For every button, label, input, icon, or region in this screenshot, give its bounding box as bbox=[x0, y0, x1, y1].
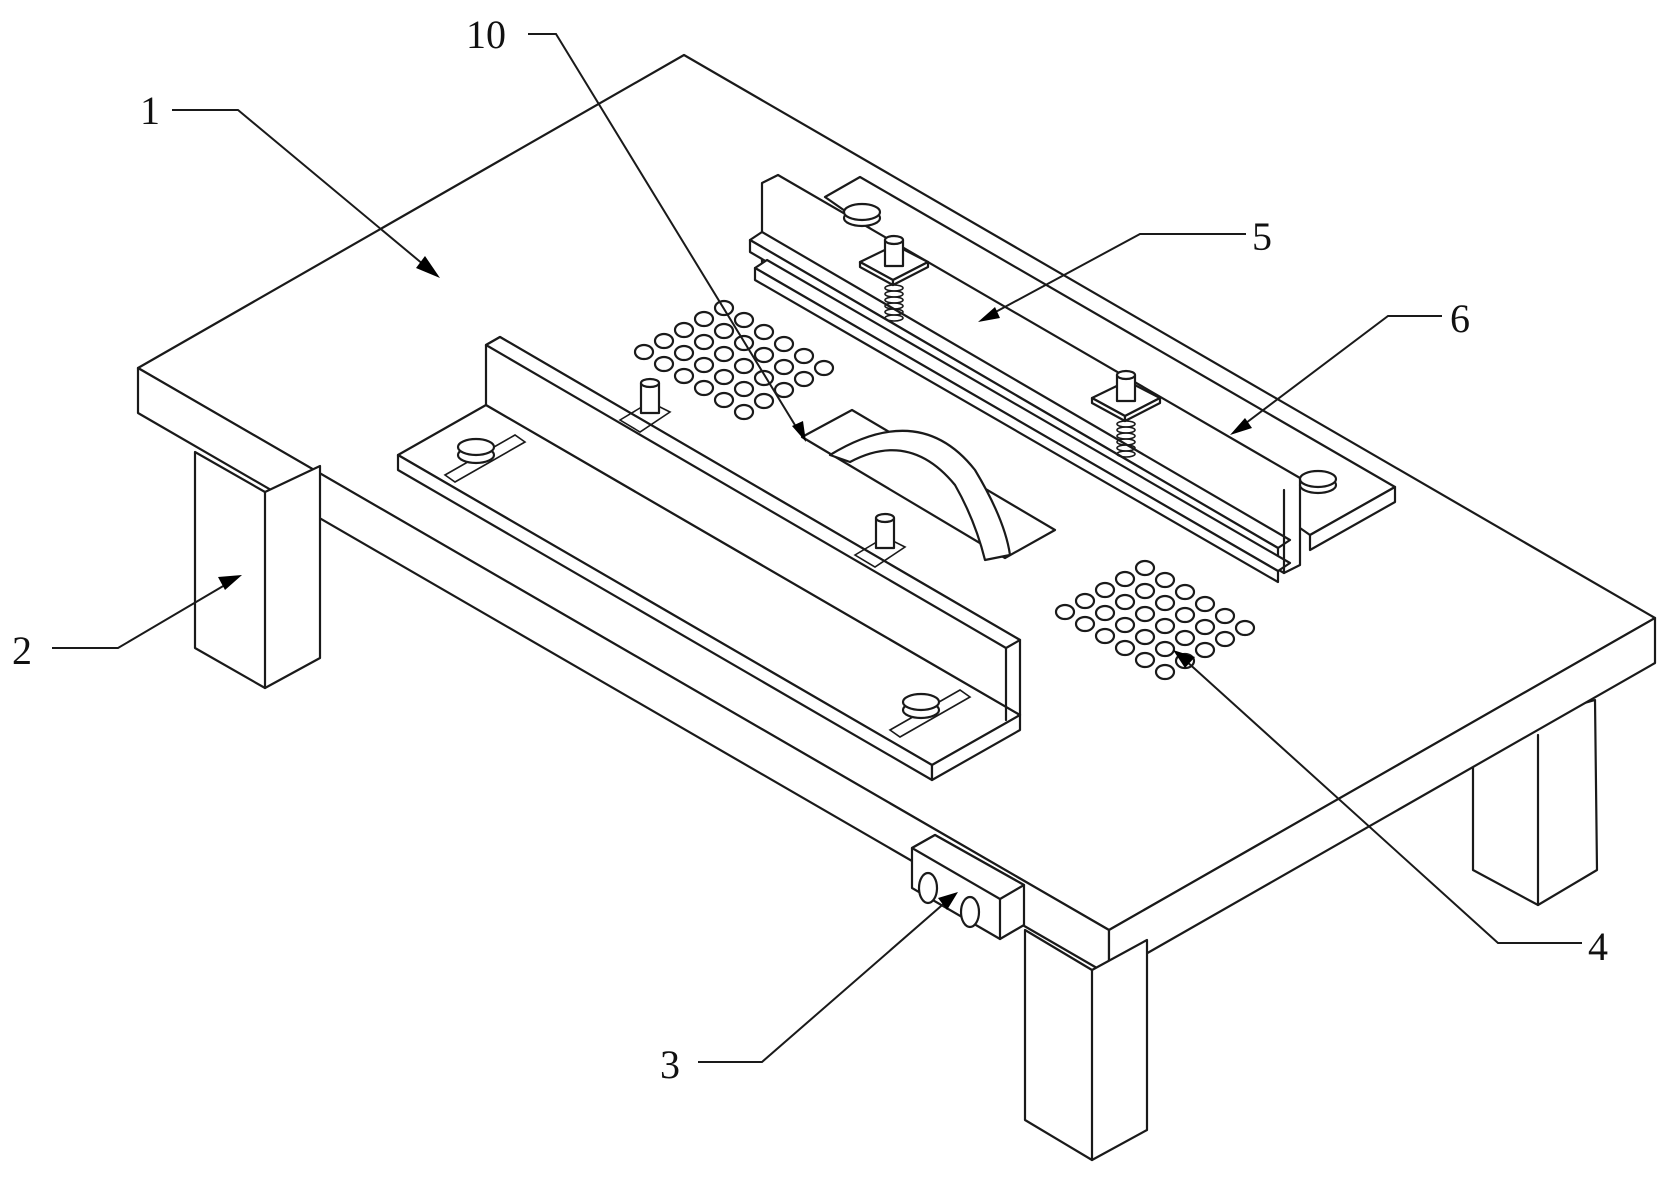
vent-holes-upper bbox=[633, 299, 835, 421]
vent-hole bbox=[713, 368, 735, 386]
label-5: 5 bbox=[1252, 214, 1272, 259]
leader-6 bbox=[1241, 315, 1442, 427]
vent-hole bbox=[1074, 592, 1096, 610]
vent-hole bbox=[713, 322, 735, 340]
vent-hole bbox=[693, 310, 715, 328]
vent-hole bbox=[713, 391, 735, 409]
label-4: 4 bbox=[1588, 924, 1608, 969]
vent-hole bbox=[1114, 616, 1136, 634]
vent-hole bbox=[753, 392, 775, 410]
fence-bolt-1 bbox=[443, 434, 527, 483]
vent-hole bbox=[693, 333, 715, 351]
vent-hole bbox=[653, 355, 675, 373]
switch-button-2 bbox=[959, 895, 981, 929]
vent-hole bbox=[1194, 618, 1216, 636]
fence-pin-2 bbox=[853, 512, 907, 568]
vent-hole bbox=[1154, 617, 1176, 635]
screw-thread bbox=[1116, 450, 1136, 458]
leader-5 bbox=[989, 233, 1246, 316]
vent-hole bbox=[733, 380, 755, 398]
vent-hole bbox=[1174, 629, 1196, 647]
vent-hole bbox=[793, 370, 815, 388]
vent-hole bbox=[813, 359, 835, 377]
vent-hole bbox=[713, 345, 735, 363]
vent-hole bbox=[793, 347, 815, 365]
leader-4 bbox=[1184, 659, 1582, 944]
label-3: 3 bbox=[660, 1042, 680, 1087]
vent-hole bbox=[1174, 583, 1196, 601]
vent-hole bbox=[1214, 630, 1236, 648]
vent-hole bbox=[733, 403, 755, 421]
rail-bolt-1 bbox=[842, 202, 882, 228]
fence-pin-1 bbox=[618, 377, 672, 433]
vent-hole bbox=[653, 332, 675, 350]
label-6: 6 bbox=[1450, 296, 1470, 341]
adjusting-screw-2 bbox=[1090, 369, 1162, 458]
switch-box bbox=[910, 833, 1026, 941]
vent-hole bbox=[1114, 570, 1136, 588]
vent-hole bbox=[1094, 627, 1116, 645]
left-guide-fence bbox=[396, 335, 1022, 782]
vent-hole bbox=[1094, 581, 1116, 599]
vent-hole bbox=[1174, 606, 1196, 624]
vent-hole bbox=[1234, 619, 1256, 637]
vent-hole bbox=[673, 321, 695, 339]
vent-hole bbox=[1134, 582, 1156, 600]
saw-blade bbox=[828, 429, 1012, 562]
adjusting-screw-1 bbox=[858, 234, 930, 322]
vent-hole bbox=[1134, 559, 1156, 577]
vent-hole bbox=[773, 381, 795, 399]
vent-hole bbox=[1074, 615, 1096, 633]
vent-hole bbox=[1214, 607, 1236, 625]
vent-hole bbox=[673, 367, 695, 385]
screw-thread bbox=[884, 314, 904, 322]
vent-hole bbox=[773, 335, 795, 353]
vent-hole bbox=[633, 343, 655, 361]
vent-hole bbox=[673, 344, 695, 362]
vent-hole bbox=[1154, 594, 1176, 612]
leader-10 bbox=[528, 33, 799, 431]
vent-hole bbox=[753, 323, 775, 341]
label-10: 10 bbox=[466, 12, 506, 57]
vent-hole bbox=[733, 311, 755, 329]
rail-bolt-2 bbox=[1298, 469, 1338, 495]
vent-hole bbox=[1134, 628, 1156, 646]
leader-2 bbox=[52, 581, 231, 649]
right-guide-rail bbox=[748, 173, 1397, 584]
vent-hole bbox=[693, 356, 715, 374]
vent-hole bbox=[753, 346, 775, 364]
vent-hole bbox=[1134, 605, 1156, 623]
vent-hole bbox=[1114, 593, 1136, 611]
vent-hole bbox=[1054, 603, 1076, 621]
saw-blade-slot bbox=[800, 408, 1057, 562]
table-top bbox=[136, 53, 1657, 977]
vent-hole bbox=[693, 379, 715, 397]
leader-lines bbox=[52, 33, 1582, 1063]
table-leg-front-left bbox=[193, 450, 322, 690]
vent-hole bbox=[1194, 595, 1216, 613]
vent-hole bbox=[733, 357, 755, 375]
vent-hole bbox=[1134, 651, 1156, 669]
leader-1 bbox=[172, 109, 431, 271]
fence-bolt-2 bbox=[888, 689, 972, 738]
vent-hole bbox=[1094, 604, 1116, 622]
label-1: 1 bbox=[140, 88, 160, 133]
leader-3 bbox=[698, 899, 949, 1063]
switch-button-1 bbox=[917, 871, 939, 905]
vent-hole bbox=[1154, 663, 1176, 681]
label-2: 2 bbox=[12, 628, 32, 673]
table-leg-front-middle bbox=[1023, 928, 1149, 1162]
vent-hole bbox=[1194, 641, 1216, 659]
vent-hole bbox=[773, 358, 795, 376]
vent-hole bbox=[1154, 571, 1176, 589]
vent-hole bbox=[1154, 640, 1176, 658]
vent-hole bbox=[1114, 639, 1136, 657]
